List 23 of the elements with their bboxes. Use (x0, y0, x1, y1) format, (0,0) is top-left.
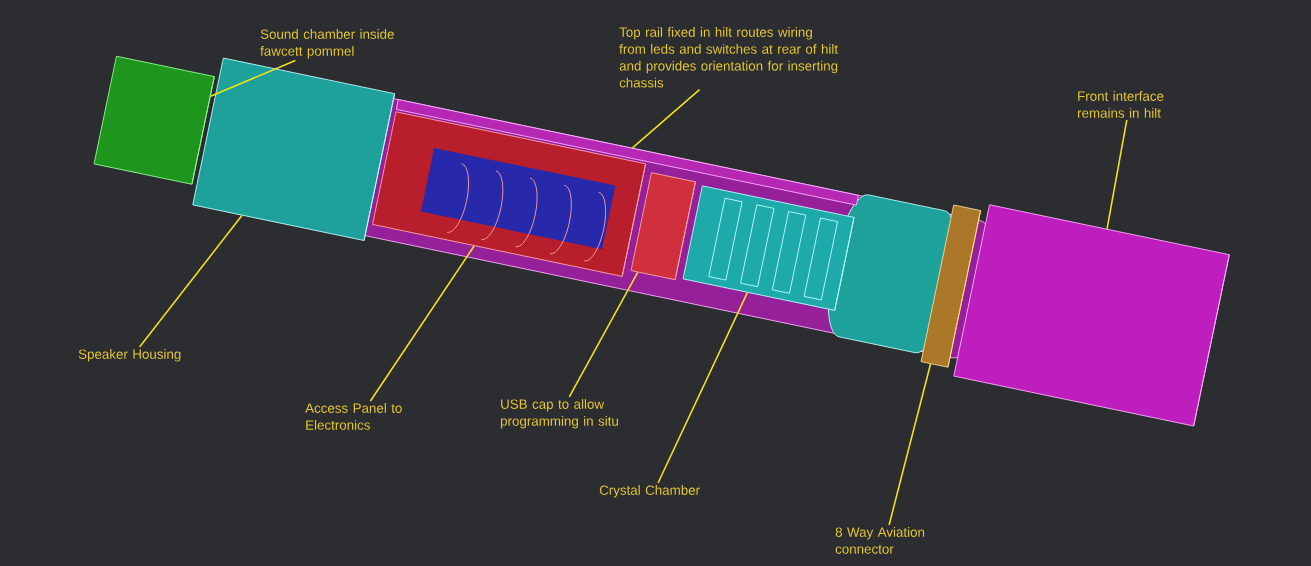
leader-line (631, 88, 701, 149)
leader-line (888, 363, 932, 526)
callout-text: Top rail fixed in hilt routes wiring from leds and switches at rear of hilt and provides orientation for inserting chassis (619, 27, 838, 88)
callout-text: Front interface remains in hilt (1078, 91, 1164, 118)
leader-line (657, 291, 749, 484)
hilt-part (93, 55, 215, 185)
hilt-part (920, 204, 982, 368)
leader-line (1106, 119, 1128, 230)
hilt-part (395, 99, 859, 206)
leader-line (209, 59, 297, 98)
callout-text: 8 Way Aviation connector (835, 527, 925, 554)
hilt-part (682, 185, 855, 311)
leader-line (138, 214, 243, 348)
callout-text: Access Panel to Electronics (305, 403, 402, 430)
callout-text: USB cap to allow programming in situ (501, 399, 618, 429)
hilt-part (630, 172, 696, 281)
callout-text: Speaker Housing (78, 349, 181, 362)
callout-text: Crystal Chamber (599, 485, 700, 498)
leader-line (568, 271, 639, 398)
hilt-part (192, 57, 396, 241)
callout-text: Sound chamber inside fawcett pommel (260, 29, 394, 59)
hilt-part (953, 204, 1230, 427)
leader-line (369, 245, 475, 402)
